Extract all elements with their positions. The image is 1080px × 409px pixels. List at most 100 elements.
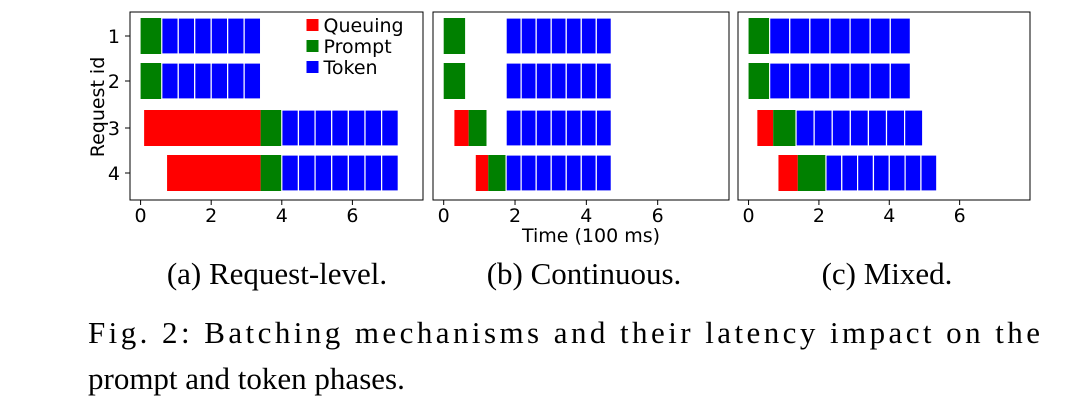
token-step-bar [595,62,612,100]
token-step-bar [769,62,791,100]
legend-label-prompt: Prompt [324,36,392,58]
token-step-bar [381,109,399,147]
token-step-bar [281,154,300,192]
subcaption-c: (c) Mixed. [822,256,953,291]
panel-frame [432,11,730,201]
token-step-bar [210,17,229,55]
token-step-bar [869,17,891,55]
token-step-bar [872,154,890,192]
token-step-bar [161,62,179,100]
token-step-bar [580,17,597,55]
token-step-bar [867,109,888,147]
prompt-bar [797,155,826,191]
subcaption-b: (b) Continuous. [487,256,682,291]
x-tick-label: 2 [813,205,825,227]
token-step-bar [535,62,552,100]
token-step-bar [595,17,612,55]
panel-c: 0 2 4 6 [737,11,1031,227]
prompt-bar [140,63,162,99]
token-step-bar [789,62,811,100]
token-step-bar [314,109,333,147]
x-tick-label: 2 [205,205,217,227]
token-step-bar [210,62,229,100]
token-step-bar [535,154,552,192]
token-step-bar [281,109,300,147]
token-step-bar [535,109,552,147]
token-step-bar [331,109,349,147]
prompt-bar [773,110,797,146]
token-step-bar [347,109,366,147]
legend-label-token: Token [323,57,378,79]
legend-label-queuing: Queuing [324,15,404,37]
figure-caption-line-1: Fig. 2: Batching mechanisms and their la… [88,315,1040,350]
legend-swatch-queuing [306,19,319,31]
token-step-bar [565,154,582,192]
token-step-bar [888,154,906,192]
token-step-bar [227,17,245,55]
token-step-bar [520,62,537,100]
token-step-bar [831,109,851,147]
token-step-bar [595,154,612,192]
token-step-bar [505,62,522,100]
token-step-bar [813,109,833,147]
panel-frame [129,11,424,201]
queuing-bar [454,110,469,146]
token-step-bar [520,109,537,147]
token-step-bar [565,109,582,147]
x-tick-label: 0 [438,205,450,227]
prompt-bar [488,155,507,191]
token-step-bar [347,154,366,192]
token-step-bar [297,154,316,192]
token-step-bar [580,154,597,192]
panel-frame [737,11,1031,201]
token-step-bar [885,109,906,147]
token-step-bar [580,109,597,147]
x-tick-label: 6 [652,205,664,227]
token-step-bar [565,17,582,55]
token-step-bar [889,62,911,100]
token-step-bar [314,154,333,192]
token-step-bar [297,109,316,147]
x-tick-label: 6 [954,205,966,227]
x-tick-label: 4 [883,205,895,227]
queuing-bar [778,155,798,191]
token-step-bar [520,17,537,55]
prompt-bar [748,63,770,99]
token-step-bar [550,17,567,55]
x-tick-label: 6 [346,205,358,227]
prompt-bar [468,110,487,146]
token-step-bar [505,109,522,147]
prompt-bar [443,63,466,99]
token-step-bar [904,109,924,147]
token-step-bar [869,62,891,100]
x-tick-label: 0 [743,205,755,227]
prompt-bar [260,155,282,191]
prompt-bar [443,18,466,54]
x-axis-label: Time (100 ms) [521,225,660,247]
token-step-bar [849,109,870,147]
token-step-bar [364,109,383,147]
token-step-bar [889,17,911,55]
token-step-bar [789,17,811,55]
token-step-bar [829,62,851,100]
token-step-bar [841,154,859,192]
token-step-bar [595,109,612,147]
figure-caption-line-2: prompt and token phases. [88,361,405,396]
token-step-bar [825,154,843,192]
token-step-bar [535,17,552,55]
queuing-bar [144,110,261,146]
token-step-bar [194,17,212,55]
y-tick-label: 4 [108,163,120,185]
y-tick-label: 1 [108,26,120,48]
token-step-bar [177,17,196,55]
token-step-bar [331,154,349,192]
token-step-bar [381,154,399,192]
x-tick-label: 0 [135,205,147,227]
prompt-bar [140,18,162,54]
x-tick-label: 2 [509,205,521,227]
token-step-bar [194,62,212,100]
token-step-bar [550,109,567,147]
